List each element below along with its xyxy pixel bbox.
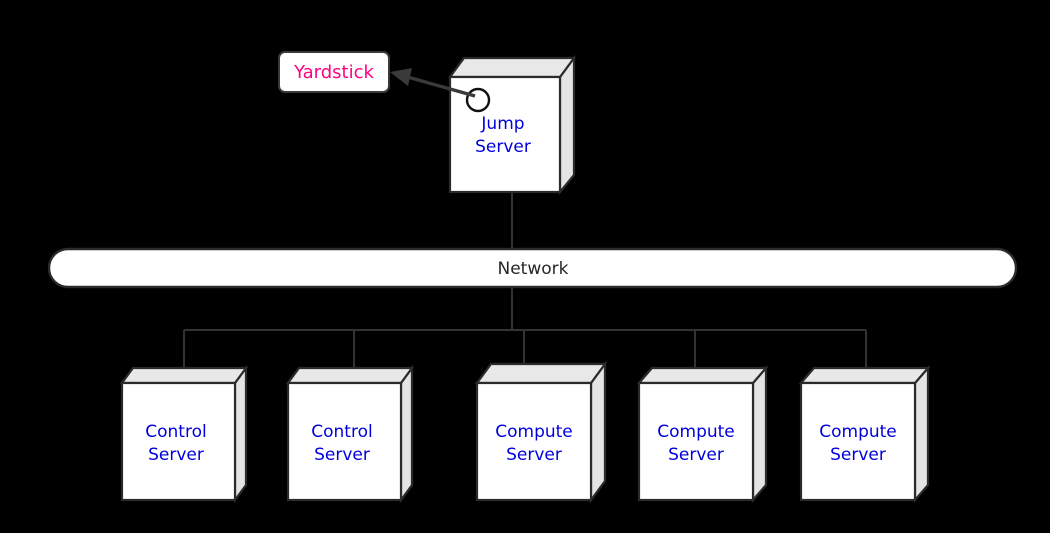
server-node-3-label-line1: Compute: [495, 422, 573, 442]
yardstick-arrow-shaft: [403, 74, 476, 98]
server-node-5-label-line2: Server: [830, 445, 886, 465]
server-node-4-box-side: [751, 365, 768, 503]
server-node-1-box-front: [120, 381, 237, 502]
server-node-4-label-line1: Compute: [657, 422, 735, 442]
yardstick-arrow-head-icon: [390, 68, 412, 86]
network-pill-shape: [47, 247, 1018, 289]
server-node-2-box-front: [286, 381, 403, 502]
server-node-4[interactable]: Compute Server: [636, 365, 769, 503]
server-node-2-box-side: [399, 364, 414, 504]
jump-server-label-line2: Server: [475, 137, 531, 157]
server-node-1-label-line2: Server: [148, 445, 204, 465]
server-node-3-label-line2: Server: [506, 445, 562, 465]
yardstick-label-box[interactable]: [278, 51, 390, 93]
jump-server-label-line1: Jump: [480, 114, 524, 134]
server-node-2-label-line1: Control: [311, 422, 372, 442]
server-node-2-box-top: [285, 366, 415, 385]
jump-server-node[interactable]: Jump Server: [447, 54, 577, 196]
server-node-5-label-line1: Compute: [819, 422, 897, 442]
circle-port-icon[interactable]: [465, 87, 491, 113]
server-node-4-box-top: [636, 366, 769, 385]
jump-server-box-top: [447, 56, 577, 79]
server-node-4-label-line2: Server: [668, 445, 724, 465]
yardstick-label: Yardstick: [293, 62, 374, 83]
server-node-5[interactable]: Compute Server: [798, 365, 931, 503]
server-node-1-label-line1: Control: [145, 422, 206, 442]
jump-server-box-front: [448, 75, 562, 194]
server-node-5-box-side: [913, 365, 930, 503]
jump-server-box-side: [558, 54, 576, 196]
server-node-3[interactable]: Compute Server: [474, 360, 608, 504]
server-node-3-box-front: [475, 381, 593, 502]
server-node-1-box-top: [119, 366, 249, 385]
server-node-4-box-front: [637, 381, 755, 502]
server-node-5-box-top: [798, 366, 931, 385]
server-node-3-box-top: [474, 362, 608, 385]
network-label: Network: [498, 259, 569, 279]
server-node-1[interactable]: Control Server: [119, 364, 249, 504]
server-node-5-box-front: [799, 381, 917, 502]
network-node[interactable]: Network: [47, 247, 1018, 289]
server-node-3-box-side: [589, 360, 607, 504]
server-node-1-box-side: [233, 364, 248, 504]
server-node-2[interactable]: Control Server: [285, 364, 415, 504]
server-node-2-label-line2: Server: [314, 445, 370, 465]
yardstick-annotation[interactable]: Yardstick: [278, 51, 476, 98]
